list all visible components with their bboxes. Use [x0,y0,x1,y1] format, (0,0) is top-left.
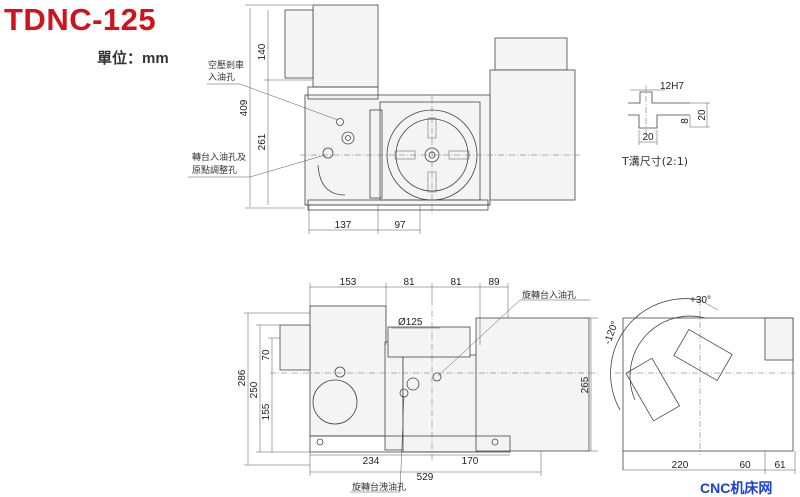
dim-61: 61 [774,460,786,471]
motor-housing [312,4,379,88]
dim-529: 529 [417,472,434,483]
dim-265: 265 [580,376,591,393]
t-slot-detail: 12H7 20 8 20 T溝尺寸(2:1) [621,81,710,168]
unit-label: 單位：mm [97,50,169,67]
dim-261: 261 [257,133,268,150]
motor-side-block [284,9,314,79]
dim-234: 234 [363,456,380,467]
dim-155: 155 [261,403,272,420]
right-motor-body [489,69,576,201]
side-view: -120° +30° 220 60 61 [602,295,796,474]
label-oil-inlet: 旋轉台入油孔 [522,289,576,301]
label-table-inlet-2: 原點調整孔 [192,164,237,176]
dim-137: 137 [335,220,352,231]
model-title: TDNC-125 [4,2,157,37]
dim-153: 153 [340,277,357,288]
watermark: CNC机床网 [700,480,773,496]
dim-diameter: Ø125 [398,317,423,328]
label-brake-inlet-2: 入油孔 [208,71,235,83]
dim-409: 409 [239,99,250,116]
dim-140: 140 [257,43,268,60]
dim-250: 250 [249,381,260,398]
label-brake-inlet-1: 空壓剎車 [208,59,244,71]
dim-89: 89 [488,277,500,288]
tslot-bottom-width: 20 [642,132,654,143]
tslot-total-depth: 20 [697,109,708,121]
dim-81a: 81 [403,277,415,288]
front-view: 153 81 81 89 Ø125 286 250 70 155 265 234… [237,277,600,493]
main-body [304,94,491,206]
label-oil-drain: 旋轉台洩油孔 [352,481,406,493]
dim-97: 97 [394,220,406,231]
angle-plus-30: +30° [690,295,711,306]
dim-170: 170 [462,456,479,467]
dim-60: 60 [739,460,751,471]
dim-70: 70 [261,349,272,361]
top-view: 140 409 261 137 97 空壓剎車 入油孔 轉台入油孔及 原點調整孔 [188,4,580,234]
angle-minus-120: -120° [602,320,621,346]
dim-286: 286 [237,369,248,386]
label-table-inlet-1: 轉台入油孔及 [192,151,246,163]
tslot-caption: T溝尺寸(2:1) [621,154,688,168]
tslot-width: 12H7 [660,81,684,92]
right-motor-cap [494,37,568,71]
tslot-depth: 8 [680,118,691,124]
dim-220: 220 [672,460,689,471]
dim-81b: 81 [450,277,462,288]
